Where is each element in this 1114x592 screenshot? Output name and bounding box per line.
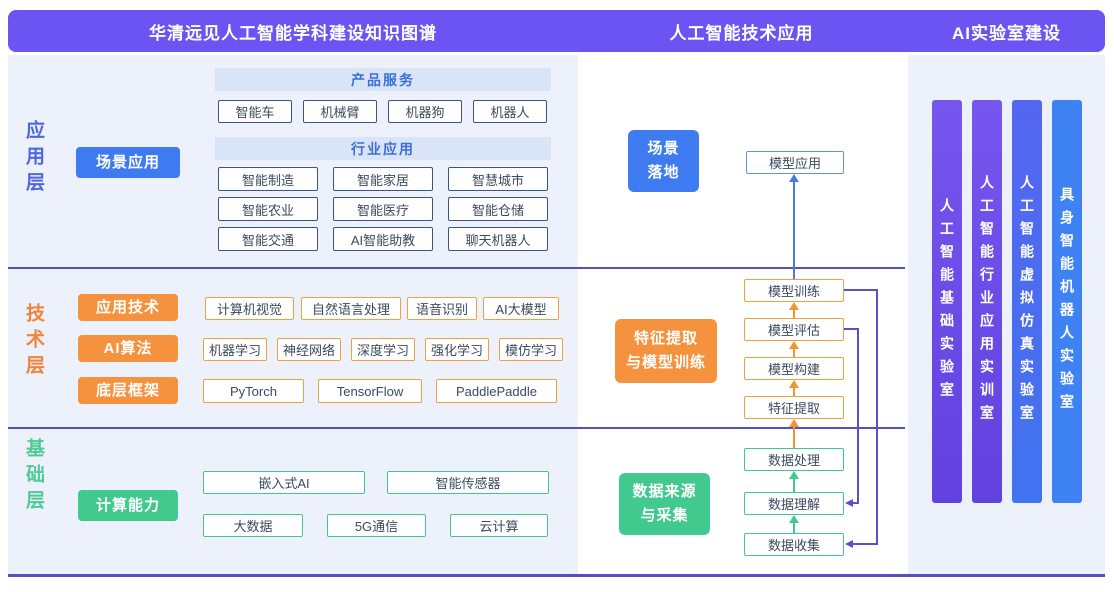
lab-pillar-simulation: 人工智能虚拟仿真实验室	[1012, 100, 1042, 503]
divider-app-tech	[8, 267, 905, 269]
divider-tech-found	[8, 427, 905, 429]
industry-item: 智能仓储	[448, 197, 548, 221]
scene-application-label: 场景应用	[76, 147, 180, 178]
data-step: 数据处理	[744, 448, 844, 471]
product-item: 智能车	[218, 100, 292, 123]
ai-algorithm-label: AI算法	[78, 335, 178, 362]
foundation-item: 云计算	[450, 514, 548, 537]
tech-item: 机器学习	[203, 338, 267, 361]
product-service-band: 产品服务	[215, 68, 551, 91]
tech-item: 深度学习	[351, 338, 415, 361]
arrow-up-to-model-eval	[789, 341, 799, 349]
industry-item: 智能制造	[218, 167, 318, 191]
arrow-left-to-data-collect	[845, 540, 853, 548]
industry-item: 智能家居	[333, 167, 433, 191]
tech-item: 计算机视觉	[205, 297, 294, 320]
lab-pillar-industry: 人工智能行业应用实训室	[972, 100, 1002, 503]
feedback-train-h1	[844, 289, 878, 291]
line-understand-to-process	[793, 479, 795, 492]
feature-training-label: 特征提取 与模型训练	[615, 319, 717, 383]
header-title-right: AI实验室建设	[952, 23, 1061, 43]
data-step: 数据收集	[744, 533, 844, 556]
applied-tech-label: 应用技术	[78, 294, 178, 321]
arrow-left-to-data-understand	[845, 499, 853, 507]
framework-label: 底层框架	[78, 377, 178, 404]
foundation-item: 智能传感器	[387, 471, 549, 494]
arrow-up-to-data-understand	[789, 515, 799, 523]
header-title-left: 华清远见人工智能学科建设知识图谱	[149, 23, 437, 43]
model-application-step: 模型应用	[746, 151, 844, 174]
line-feature-to-build	[793, 388, 795, 396]
feedback-train-v	[876, 289, 878, 545]
arrow-up-to-feature-extract	[789, 419, 799, 427]
product-item: 机器人	[473, 100, 547, 123]
tech-item: 强化学习	[425, 338, 489, 361]
line-train-to-model-app	[793, 182, 795, 279]
train-step: 模型训练	[744, 279, 844, 302]
divider-bottom	[8, 574, 1105, 577]
header-bar	[8, 10, 1105, 52]
tech-item: PaddlePaddle	[436, 379, 557, 403]
side-label-technology: 技术层	[23, 303, 44, 381]
tech-item: PyTorch	[203, 379, 304, 403]
feedback-eval-h2	[853, 502, 859, 504]
lab-pillar-robot: 具身智能机器人实验室	[1052, 100, 1082, 503]
header-title-middle: 人工智能技术应用	[669, 23, 814, 43]
line-dataproc-to-feature	[793, 427, 795, 448]
train-step: 模型构建	[744, 357, 844, 380]
industry-item: 智能农业	[218, 197, 318, 221]
industry-item: 智能交通	[218, 227, 318, 251]
tech-item: 自然语言处理	[301, 297, 401, 320]
feedback-train-h2	[853, 543, 878, 545]
scene-landing-label: 场景 落地	[628, 130, 699, 192]
train-step: 模型评估	[744, 318, 844, 341]
foundation-item: 5G通信	[327, 514, 426, 537]
line-collect-to-understand	[793, 523, 795, 533]
train-step: 特征提取	[744, 396, 844, 419]
product-item: 机械臂	[303, 100, 377, 123]
foundation-item: 嵌入式AI	[203, 471, 365, 494]
side-label-foundation: 基础层	[23, 438, 44, 516]
arrow-up-to-model-build	[789, 380, 799, 388]
tech-item: 模仿学习	[499, 338, 563, 361]
tech-item: 语音识别	[407, 297, 477, 320]
compute-power-label: 计算能力	[78, 490, 178, 521]
product-item: 机器狗	[388, 100, 462, 123]
tech-item: 神经网络	[277, 338, 341, 361]
foundation-item: 大数据	[203, 514, 303, 537]
lab-pillar-basic: 人工智能基础实验室	[932, 100, 962, 503]
tech-item: TensorFlow	[318, 379, 422, 403]
data-source-label: 数据来源 与采集	[619, 473, 710, 535]
feedback-eval-v	[857, 328, 859, 504]
industry-item: 智能医疗	[333, 197, 433, 221]
industry-item: 聊天机器人	[448, 227, 548, 251]
arrow-up-to-data-process	[789, 471, 799, 479]
industry-item: 智慧城市	[448, 167, 548, 191]
industry-application-band: 行业应用	[215, 137, 551, 160]
line-build-to-eval	[793, 349, 795, 357]
side-label-application: 应用层	[23, 120, 44, 198]
tech-item: AI大模型	[483, 297, 559, 320]
arrow-up-to-model-app	[789, 174, 799, 182]
feedback-eval-h1	[844, 328, 859, 330]
industry-item: AI智能助教	[333, 227, 433, 251]
line-eval-to-train	[793, 310, 795, 318]
data-step: 数据理解	[744, 492, 844, 515]
arrow-up-to-model-train	[789, 302, 799, 310]
